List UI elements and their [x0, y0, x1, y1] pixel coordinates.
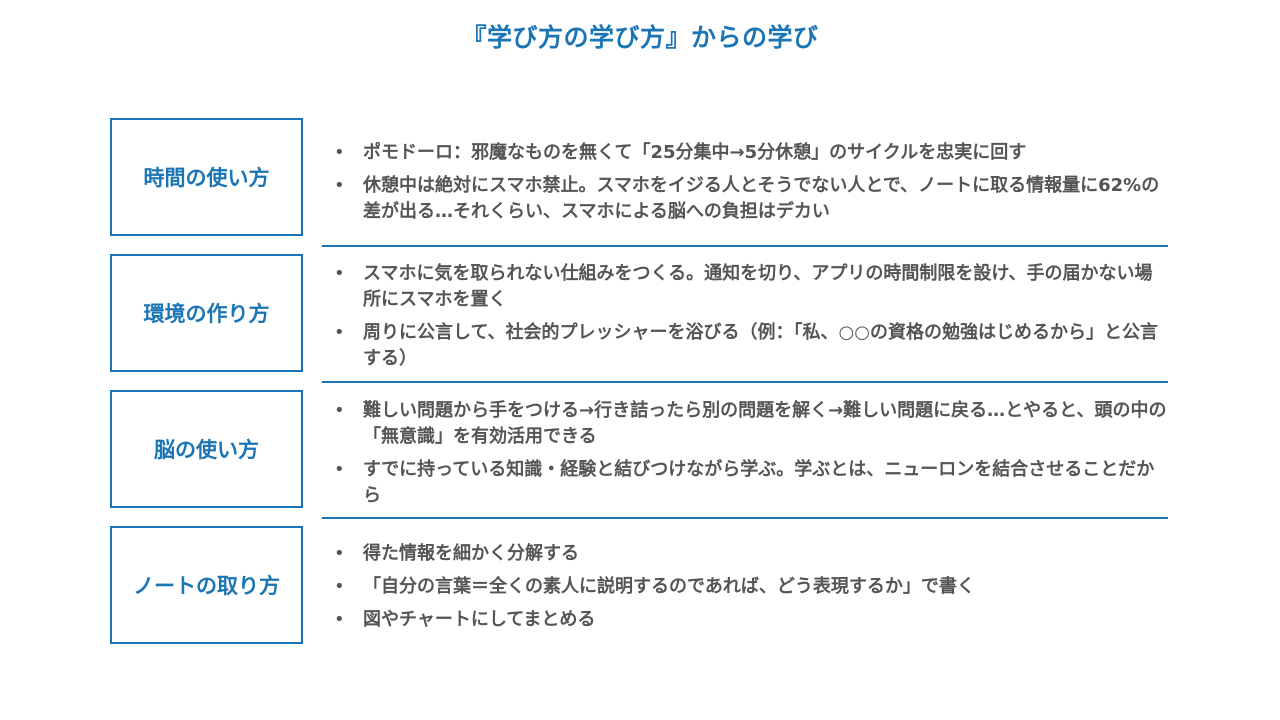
list-item: • 得た情報を細かく分解する — [322, 541, 1168, 567]
list-item: • スマホに気を取られない仕組みをつくる。通知を切り、アプリの時間制限を設け、手の… — [322, 261, 1168, 313]
bullet-list: • 得た情報を細かく分解する • 「自分の言葉＝全くの素人に説明するのであれば、どう… — [322, 541, 1168, 633]
section-divider — [322, 517, 1168, 519]
section-body-notes: • 得た情報を細かく分解する • 「自分の言葉＝全くの素人に説明するのであれば、どう… — [322, 541, 1168, 633]
bullet-text: 難しい問題から手をつける→行き詰ったら別の問題を解く→難しい問題に戻る…とやると… — [363, 400, 1167, 447]
bullet-list: • 難しい問題から手をつける→行き詰ったら別の問題を解く→難しい問題に戻る…とやる… — [322, 398, 1168, 509]
list-item: • 「自分の言葉＝全くの素人に説明するのであれば、どう表現するか」で書く — [322, 574, 1168, 600]
section-label-brain: 脳の使い方 — [110, 390, 303, 508]
list-item: • 図やチャートにしてまとめる — [322, 607, 1168, 633]
section-body-time: •ポモドーロ：邪魔なものを無くて「25分集中→5分休憩」のサイクルを忠実に回す … — [322, 140, 1168, 225]
bullet-text: 得た情報を細かく分解する — [363, 543, 579, 564]
bullet-dot: • — [334, 322, 345, 343]
section-label-environment: 環境の作り方 — [110, 254, 303, 372]
section-body-brain: • 難しい問題から手をつける→行き詰ったら別の問題を解く→難しい問題に戻る…とやる… — [322, 398, 1168, 509]
bullet-text: スマホに気を取られない仕組みをつくる。通知を切り、アプリの時間制限を設け、手の届… — [363, 263, 1153, 310]
list-item: • 周りに公言して、社会的プレッシャーを浴びる（例：「私、○○の資格の勉強はじめる… — [322, 320, 1168, 372]
slide-title: 『学び方の学び方』からの学び — [461, 23, 819, 52]
bullet-dot: • — [334, 459, 345, 480]
section-divider — [322, 245, 1168, 247]
bullet-text: 休憩中は絶対にスマホ禁止。スマホをイジる人とそうでない人とで、ノートに取る情報量… — [363, 175, 1160, 222]
list-item: • すでに持っている知識・経験と結びつけながら学ぶ。学ぶとは、ニューロンを結合させ… — [322, 457, 1168, 509]
bullet-list: • スマホに気を取られない仕組みをつくる。通知を切り、アプリの時間制限を設け、手の… — [322, 261, 1168, 372]
bullet-text: 「自分の言葉＝全くの素人に説明するのであれば、どう表現するか」で書く — [363, 576, 975, 597]
bullet-dot: • — [334, 175, 345, 196]
bullet-text: ポモドーロ：邪魔なものを無くて「25分集中→5分休憩」のサイクルを忠実に回す — [363, 142, 1027, 163]
list-item: • ポモドーロ：邪魔なものを無くて「25分集中→5分休憩」のサイクルを忠実に回す — [322, 140, 1168, 166]
section-body-environment: • スマホに気を取られない仕組みをつくる。通知を切り、アプリの時間制限を設け、手の… — [322, 261, 1168, 372]
list-item: • 休憩中は絶対にスマホ禁止。スマホをイジる人とそうでない人とで、ノートに取る情報… — [322, 173, 1168, 225]
section-divider — [322, 381, 1168, 383]
bullet-dot: • — [334, 609, 345, 630]
list-item: • 難しい問題から手をつける→行き詰ったら別の問題を解く→難しい問題に戻る…とやる… — [322, 398, 1168, 450]
bullet-dot: • — [334, 543, 345, 564]
bullet-text: 周りに公言して、社会的プレッシャーを浴びる（例：「私、○○の資格の勉強はじめるか… — [363, 322, 1158, 369]
bullet-dot: • — [334, 142, 345, 163]
bullet-list: •ポモドーロ：邪魔なものを無くて「25分集中→5分休憩」のサイクルを忠実に回す … — [322, 140, 1168, 225]
bullet-dot: • — [334, 263, 345, 284]
bullet-dot: • — [334, 576, 345, 597]
section-label-notes: ノートの取り方 — [110, 526, 303, 644]
bullet-dot: • — [334, 400, 345, 421]
bullet-text: すでに持っている知識・経験と結びつけながら学ぶ。学ぶとは、ニューロンを結合させる… — [363, 459, 1155, 506]
bullet-text: 図やチャートにしてまとめる — [363, 609, 596, 630]
section-label-time: 時間の使い方 — [110, 118, 303, 236]
